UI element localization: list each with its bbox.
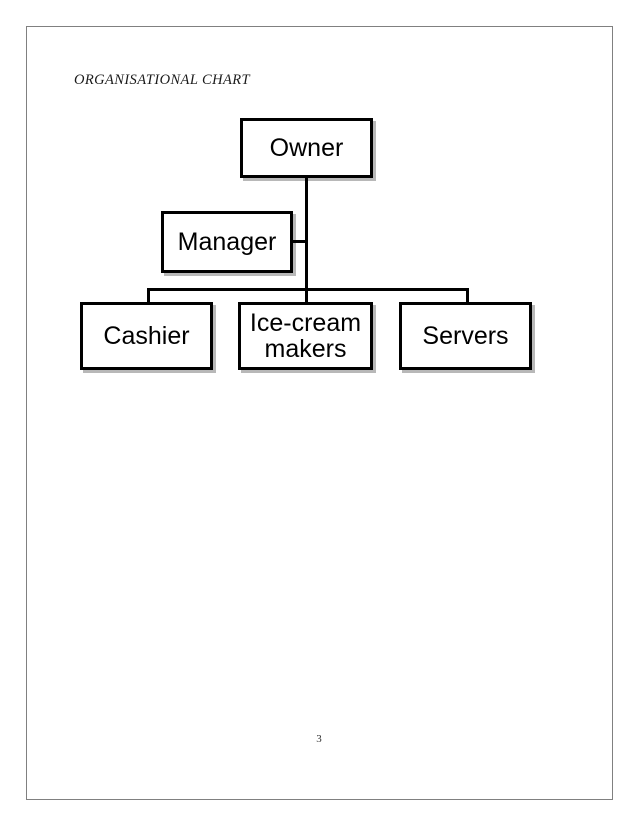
page-number: 3 xyxy=(316,733,322,745)
org-node-servers-label: Servers xyxy=(422,322,509,350)
connector-distribution-bar xyxy=(147,288,469,291)
org-node-cashier[interactable]: Cashier xyxy=(80,302,213,370)
connector-trunk-vertical xyxy=(305,176,308,290)
org-node-manager-label: Manager xyxy=(177,228,277,256)
connector-drop-icecream xyxy=(305,288,308,304)
connector-drop-servers xyxy=(466,288,469,304)
connector-owner-to-manager xyxy=(291,240,307,243)
org-node-servers[interactable]: Servers xyxy=(399,302,532,370)
org-node-icecream-makers-label-line2: makers xyxy=(264,335,347,363)
page-border xyxy=(26,26,613,800)
org-node-owner[interactable]: Owner xyxy=(240,118,373,178)
org-node-cashier-label: Cashier xyxy=(103,322,190,350)
org-node-manager[interactable]: Manager xyxy=(161,211,293,273)
connector-drop-cashier xyxy=(147,288,150,304)
org-node-owner-label: Owner xyxy=(269,134,344,162)
org-node-icecream-makers-label-line1: Ice-cream xyxy=(249,308,362,337)
page-title: ORGANISATIONAL CHART xyxy=(74,72,250,88)
